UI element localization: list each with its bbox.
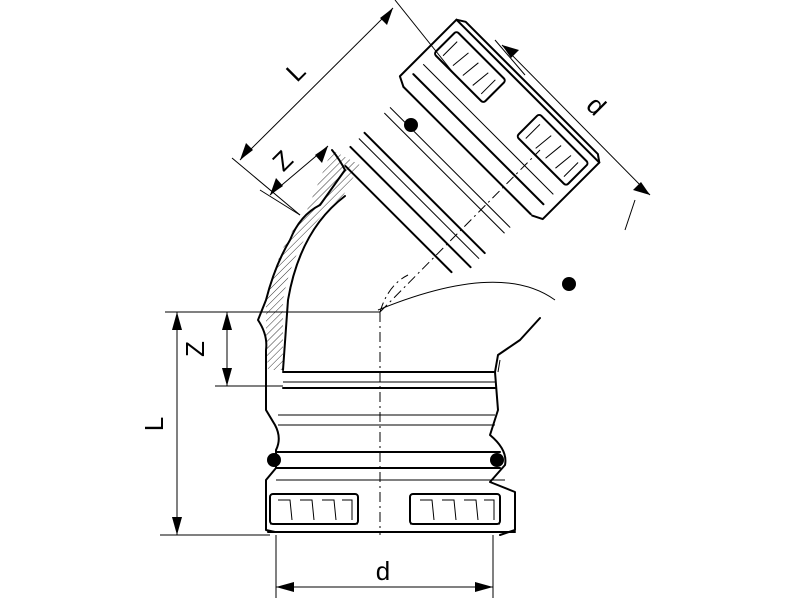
arrow-head — [475, 582, 493, 592]
inner-bore-line — [377, 281, 556, 311]
elbow-body — [257, 18, 601, 536]
extension-line — [494, 39, 526, 76]
extension-line — [624, 199, 636, 231]
centerline-bend — [379, 274, 409, 313]
elbow-outer-left — [257, 149, 346, 533]
dimension-labels: L Z d L Z d — [139, 56, 612, 586]
extension-line — [259, 189, 301, 216]
arrow-head — [276, 582, 294, 592]
label-takeoff-angled: Z — [266, 144, 299, 177]
seal-ring-left — [267, 453, 281, 467]
label-length-angled: L — [280, 56, 311, 87]
arrow-head — [633, 182, 650, 195]
arrow-head — [315, 146, 328, 163]
extension-line — [231, 157, 301, 216]
extension-line — [394, 0, 456, 76]
arrow-head — [172, 312, 182, 330]
label-diameter-bottom: d — [376, 556, 390, 586]
elbow-inner-bore — [282, 195, 346, 371]
inner-bore-line-2 — [497, 359, 501, 373]
arrow-head — [270, 178, 283, 195]
seal-ring-angled-top — [404, 118, 418, 132]
arrow-head — [240, 143, 253, 160]
label-diameter-angled: d — [581, 90, 612, 121]
arrow-head — [222, 312, 232, 330]
elbow-outer-right — [489, 317, 541, 536]
centerline-angled — [379, 149, 541, 313]
angled-grip-ring-top — [434, 31, 506, 103]
arrow-head — [222, 368, 232, 386]
label-length-vertical: L — [139, 417, 169, 431]
angled-socket — [344, 18, 601, 274]
label-takeoff-vertical: Z — [180, 341, 210, 357]
seal-ring-angled-bottom — [562, 277, 576, 291]
dim-line-diameter-angled — [501, 44, 651, 196]
grip-ring-left — [269, 493, 359, 525]
arrow-head — [172, 517, 182, 535]
angled-grip-ring-bottom — [516, 113, 589, 186]
arrow-head — [380, 8, 393, 25]
arrow-head — [502, 45, 519, 58]
dim-line-length-angled — [239, 7, 394, 161]
seal-ring-right — [490, 453, 504, 467]
grip-ring-right — [409, 493, 501, 525]
dimension-lines — [160, 0, 651, 598]
